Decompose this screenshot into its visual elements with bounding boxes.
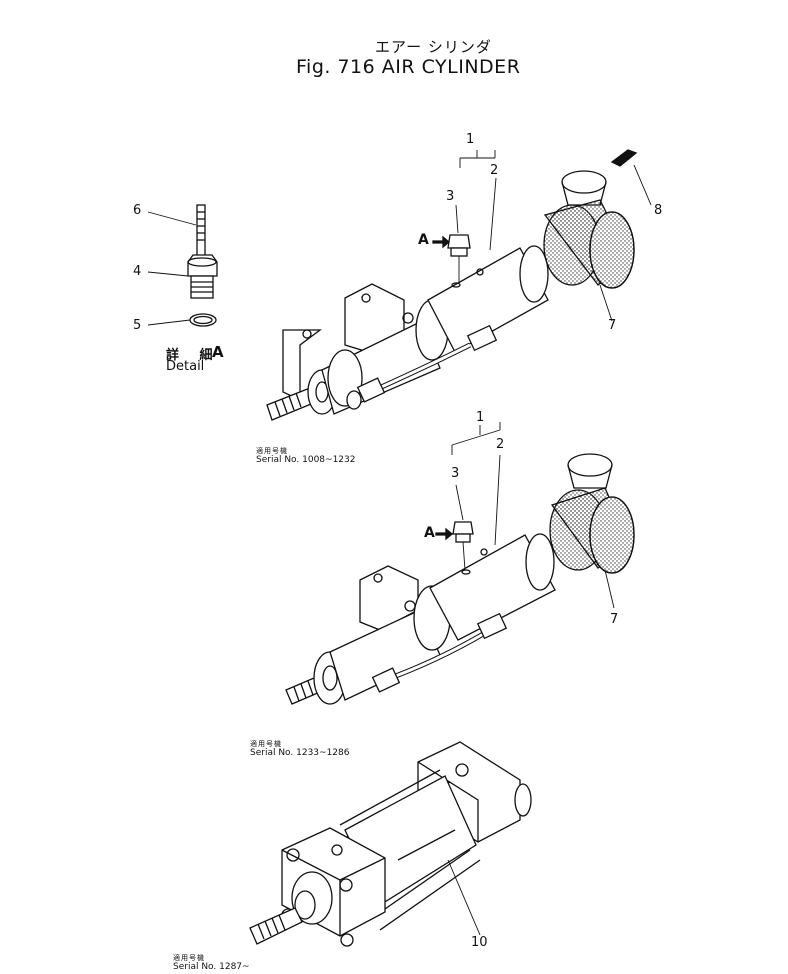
figure-title: Fig. 716 AIR CYLINDER bbox=[296, 56, 521, 78]
callout-4: 4 bbox=[133, 264, 142, 279]
callout-2-top: 2 bbox=[490, 163, 499, 178]
serial-range-1: Serial No. 1008~1232 bbox=[256, 455, 356, 465]
detail-label-jp: 詳 細 bbox=[166, 348, 221, 363]
serial-range-2: Serial No. 1233~1286 bbox=[250, 748, 350, 758]
arrow-a-marker-top: A bbox=[418, 232, 429, 248]
top-cylinder-assembly bbox=[266, 149, 652, 421]
detail-a-parts bbox=[147, 204, 218, 327]
arrow-a-marker-middle: A bbox=[424, 525, 435, 541]
callout-8: 8 bbox=[654, 203, 663, 218]
callout-7-top: 7 bbox=[608, 318, 617, 333]
callout-3-middle: 3 bbox=[451, 466, 460, 481]
detail-label: Detail bbox=[166, 359, 205, 374]
callout-1-top: 1 bbox=[466, 132, 475, 147]
serial-label-jp-3: 適用号機 bbox=[173, 954, 205, 962]
callout-3-top: 3 bbox=[446, 189, 455, 204]
serial-label-jp-2: 適用号機 bbox=[250, 740, 282, 748]
callout-2-middle: 2 bbox=[496, 437, 505, 452]
title-japanese: エアー シリンダ bbox=[375, 38, 492, 56]
callout-6: 6 bbox=[133, 203, 142, 218]
callout-10: 10 bbox=[471, 935, 488, 950]
callout-5: 5 bbox=[133, 318, 142, 333]
detail-letter: A bbox=[212, 343, 224, 361]
middle-cylinder-assembly bbox=[285, 422, 635, 705]
serial-label-jp-1: 適用号機 bbox=[256, 447, 288, 455]
callout-1-middle: 1 bbox=[476, 410, 485, 425]
bottom-cylinder-assembly bbox=[249, 741, 532, 947]
callout-7-middle: 7 bbox=[610, 612, 619, 627]
serial-range-3: Serial No. 1287~ bbox=[173, 962, 250, 972]
